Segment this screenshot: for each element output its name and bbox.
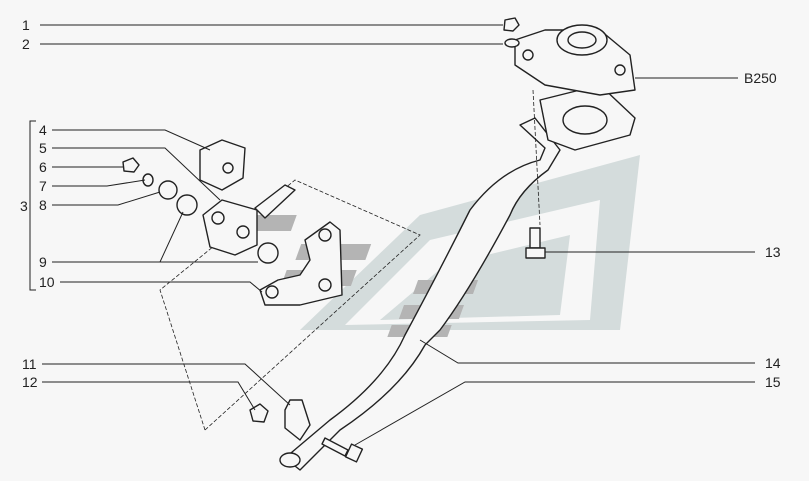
- callout-14: 14: [765, 355, 781, 371]
- pin-block-5: [202, 199, 258, 256]
- washer-8: [158, 180, 178, 200]
- bushing-9b: [257, 242, 279, 264]
- washer-2: [504, 38, 520, 48]
- callout-5: 5: [39, 140, 47, 156]
- bolt-13: [525, 227, 546, 259]
- bushing-9: [176, 194, 198, 216]
- callout-1: 1: [22, 17, 30, 33]
- callout-4: 4: [39, 122, 47, 138]
- callout-b250: B250: [744, 70, 777, 86]
- nut-6: [122, 157, 140, 173]
- callout-12: 12: [22, 374, 38, 390]
- pedal-lever: [284, 117, 561, 471]
- nut-1: [503, 17, 520, 32]
- callout-9: 9: [39, 254, 47, 270]
- lever-end: [279, 452, 301, 468]
- callout-13: 13: [765, 244, 781, 260]
- callout-15: 15: [765, 374, 781, 390]
- block-4: [199, 139, 246, 191]
- callout-7: 7: [39, 178, 47, 194]
- threaded-pin: [254, 184, 296, 219]
- callout-8: 8: [39, 197, 47, 213]
- callout-10: 10: [39, 274, 55, 290]
- callout-2: 2: [22, 36, 30, 52]
- bolt-15: [321, 437, 349, 457]
- leader-lines: [29, 24, 755, 446]
- clip-11: [284, 399, 311, 441]
- callout-3: 3: [20, 198, 28, 214]
- assembly-outline: [159, 179, 421, 431]
- callout-11: 11: [22, 356, 37, 372]
- callout-6: 6: [39, 159, 47, 175]
- plate-hole: [562, 105, 608, 135]
